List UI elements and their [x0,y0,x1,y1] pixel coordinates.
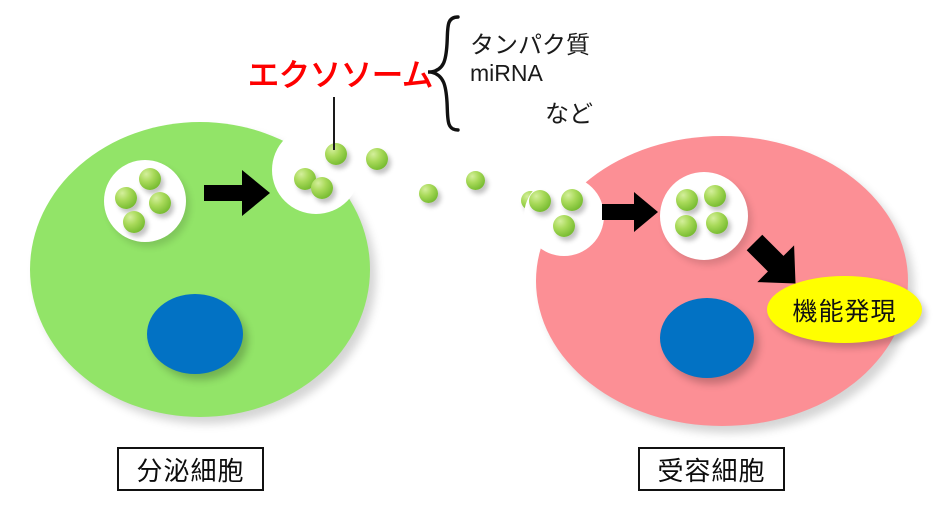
exosome-sphere [366,148,388,170]
secretory-cell-label: 分泌細胞 [117,447,264,491]
exosome-sphere [675,215,697,237]
recipient-multivesicular-body [660,172,748,260]
exosome-sphere [553,215,575,237]
secretory-cell-nucleus [147,294,243,374]
exosome-sphere [706,212,728,234]
function-expression-badge: 機能発現 [767,276,922,343]
exosome-sphere [311,177,333,199]
curly-brace-icon [426,14,466,139]
free-exosome-sphere [419,184,438,203]
cargo-item-protein: タンパク質 [470,32,590,59]
cargo-item-mirna: miRNA [470,60,543,86]
exosome-sphere [704,185,726,207]
free-exosome-sphere [466,171,485,190]
exosome-pointer-line [333,97,335,150]
exosome-title-label: エクソソーム [248,58,434,93]
exosome-sphere [561,189,583,211]
secretory-budding-pocket [272,126,360,214]
exosome-sphere [676,189,698,211]
exosome-sphere [325,143,347,165]
exosome-sphere [115,187,137,209]
recipient-cell-label: 受容細胞 [638,447,785,491]
exosome-sphere [294,168,316,190]
exosome-sphere [139,168,161,190]
recipient-cell-nucleus [660,298,754,378]
uptake-arrow-icon [602,190,658,239]
exosome-sphere [149,192,171,214]
cargo-item-etc: など [545,101,593,128]
exosome-sphere [123,211,145,233]
secretion-arrow-icon [204,168,270,225]
function-arrow-icon [744,232,806,299]
exosome-sphere [529,190,551,212]
